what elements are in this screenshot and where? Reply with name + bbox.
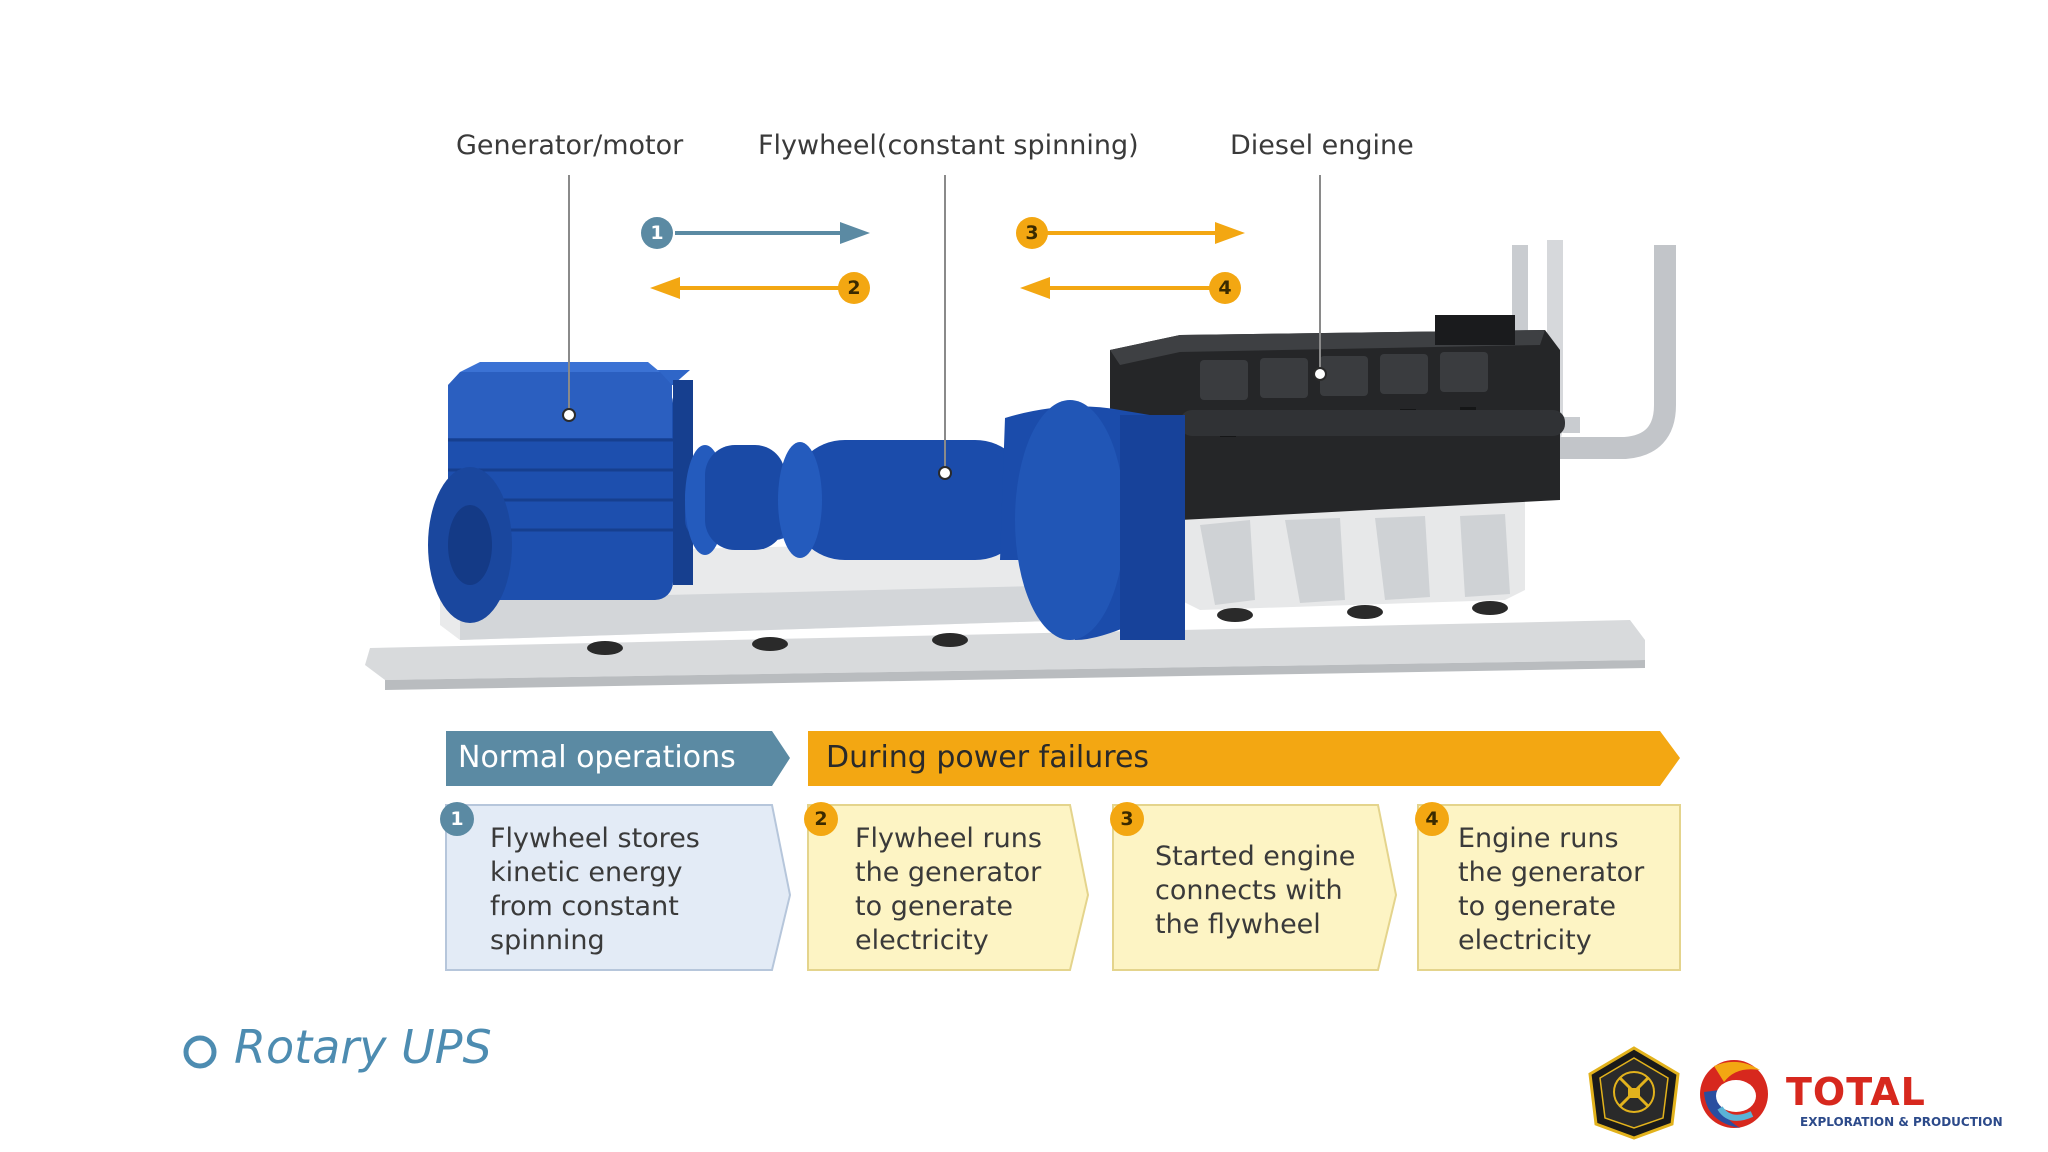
step-1-line: from constant (490, 891, 679, 922)
label-flywheel: Flywheel(constant spinning) (758, 130, 1139, 161)
step-3-line: the flywheel (1155, 909, 1321, 940)
step-box-4-shape (1417, 804, 1681, 971)
step-1-text: Flywheel stores kinetic energy from cons… (490, 822, 700, 958)
banner-normal-operations: Normal operations (458, 740, 736, 775)
step-box-3-shape (1112, 804, 1398, 971)
step-4-text: Engine runs the generator to generate el… (1458, 822, 1644, 958)
step-3-text: Started engine connects with the flywhee… (1155, 840, 1355, 942)
total-brand-name: TOTAL (1786, 1070, 1926, 1114)
banner-failure-shape (808, 731, 1680, 786)
arrow-4-number: 4 (1209, 272, 1241, 304)
arrow-4 (1020, 277, 1210, 299)
step-2-line: Flywheel runs (855, 823, 1042, 854)
bullet-ring-icon (183, 1035, 217, 1069)
pointer-dots (562, 367, 1327, 480)
step-4-line: to generate (1458, 891, 1617, 922)
step-3-number: 3 (1110, 802, 1144, 836)
step-box-1-shape (445, 804, 792, 971)
step-4-line: Engine runs (1458, 823, 1619, 854)
step-2-line: to generate (855, 891, 1014, 922)
step-2-number: 2 (804, 802, 838, 836)
step-box-2-shape (807, 804, 1090, 971)
step-2-text: Flywheel runs the generator to generate … (855, 822, 1042, 958)
step-1-line: kinetic energy (490, 857, 683, 888)
slide-title: Rotary UPS (234, 1020, 492, 1074)
total-logo-icon (1700, 1060, 1768, 1128)
step-4-line: the generator (1458, 857, 1645, 888)
ministry-seal-icon (1588, 1046, 1680, 1140)
arrow-3-number: 3 (1016, 217, 1048, 249)
arrow-1 (675, 222, 870, 244)
arrow-3 (1045, 222, 1245, 244)
pointer-lines (568, 175, 1321, 473)
base-plate (365, 620, 1645, 680)
step-1-line: spinning (490, 925, 605, 956)
engine-supports (1180, 500, 1525, 610)
arrow-2-number: 2 (838, 272, 870, 304)
step-1-number: 1 (440, 802, 474, 836)
step-2-line: the generator (855, 857, 1042, 888)
step-1-line: Flywheel stores (490, 823, 700, 854)
total-brand-subtitle: EXPLORATION & PRODUCTION (1800, 1115, 2003, 1129)
banner-power-failures: During power failures (826, 740, 1150, 775)
arrow-1-number: 1 (641, 217, 673, 249)
step-4-number: 4 (1415, 802, 1449, 836)
generator-motor (428, 362, 693, 623)
banner-normal-shape (446, 731, 790, 786)
arrow-2 (650, 277, 840, 299)
label-generator-motor: Generator/motor (456, 130, 684, 161)
bell-housing (1000, 400, 1185, 640)
step-3-line: connects with (1155, 875, 1343, 906)
step-2-line: electricity (855, 925, 989, 956)
step-4-line: electricity (1458, 925, 1592, 956)
step-3-line: Started engine (1155, 841, 1356, 872)
label-diesel-engine: Diesel engine (1230, 130, 1414, 161)
